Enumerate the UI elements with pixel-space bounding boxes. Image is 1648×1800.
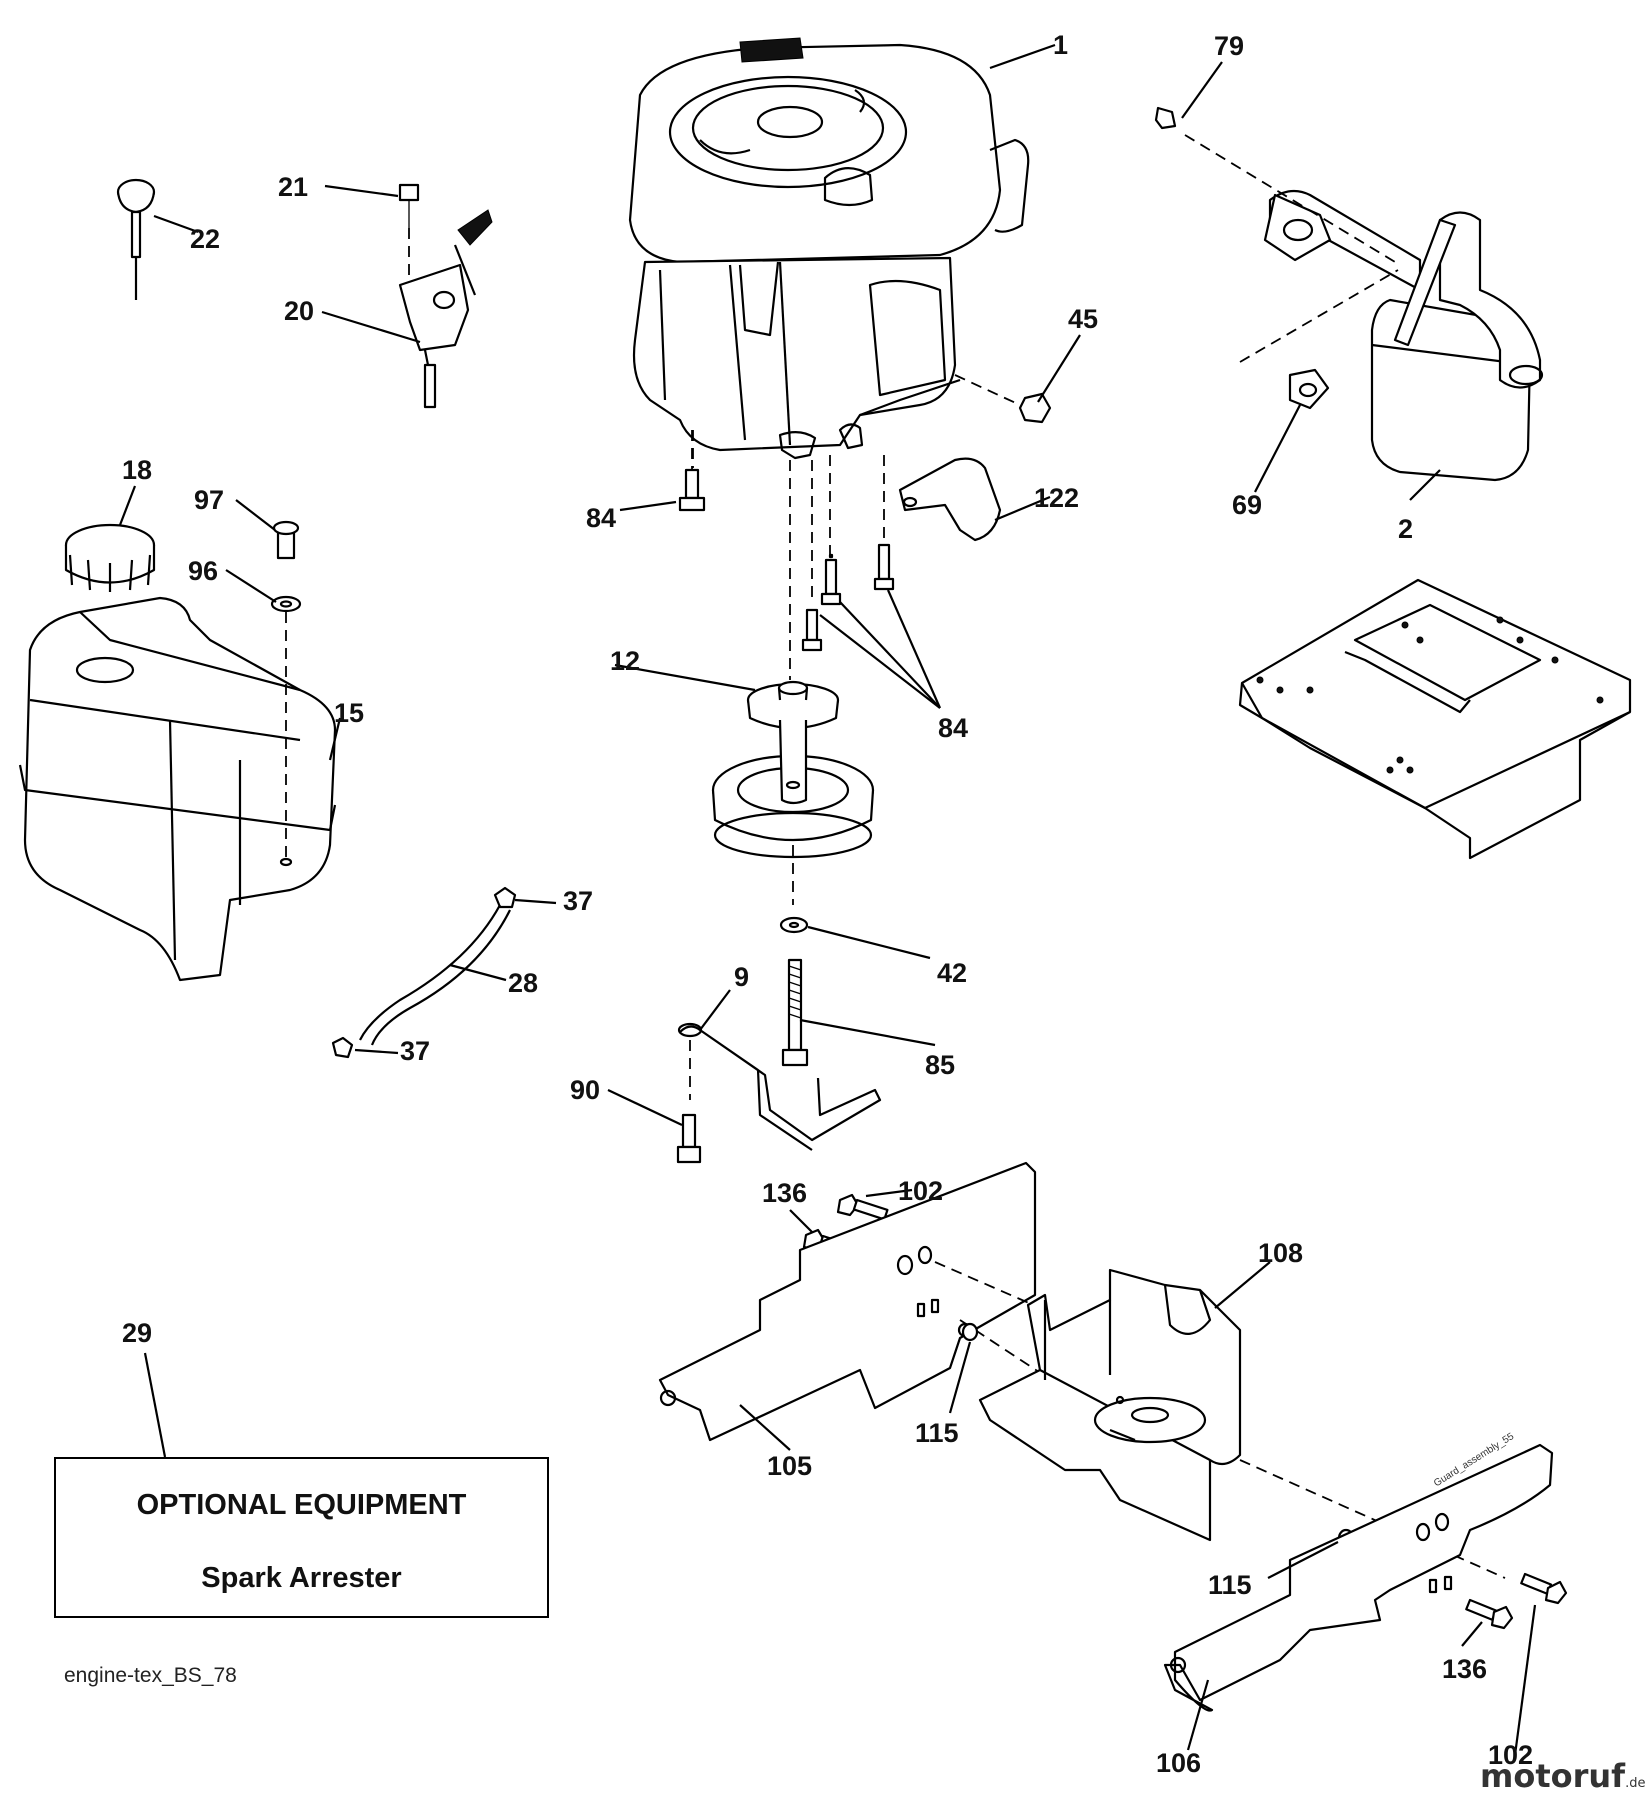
- align-line: [1184, 134, 1401, 266]
- callout-136-lower: 136: [1442, 1654, 1488, 1684]
- diagram-code: engine-tex_BS_78: [64, 1664, 237, 1687]
- watermark-text: motoruf: [1480, 1757, 1626, 1795]
- callout-1: 1: [1053, 30, 1069, 60]
- callout-37-upper: 37: [563, 886, 594, 916]
- callout-45: 45: [1068, 304, 1099, 334]
- callout-108: 108: [1258, 1238, 1304, 1268]
- callout-12: 12: [610, 646, 641, 676]
- washer-115-upper: [961, 1322, 979, 1342]
- callout-29: 29: [122, 1318, 153, 1348]
- watermark-logo: motoruf.de: [1480, 1757, 1645, 1795]
- callout-28: 28: [508, 968, 539, 998]
- bracket-9: [679, 1025, 882, 1151]
- callout-42: 42: [937, 958, 968, 988]
- bolts-lower-guard: [1465, 1572, 1568, 1630]
- callout-22: 22: [190, 224, 221, 254]
- callout-115-upper: 115: [915, 1418, 959, 1448]
- callout-18: 18: [122, 455, 153, 485]
- callout-122: 122: [1034, 483, 1080, 513]
- callout-105: 105: [767, 1451, 813, 1481]
- spark-arrester-label: Spark Arrester: [201, 1562, 402, 1594]
- callout-84-upper: 84: [586, 503, 617, 533]
- callout-9: 9: [734, 962, 750, 992]
- callout-97: 97: [194, 485, 225, 515]
- washer-42: [779, 916, 809, 934]
- guard-106: [1163, 1443, 1554, 1712]
- callout-15: 15: [334, 698, 365, 728]
- callout-21: 21: [278, 172, 309, 202]
- callout-2: 2: [1398, 514, 1414, 544]
- callout-136-upper: 136: [762, 1178, 808, 1208]
- engine: [628, 37, 1030, 460]
- callout-79: 79: [1214, 31, 1245, 61]
- shield-122: [898, 457, 1002, 542]
- callout-106: 106: [1156, 1748, 1202, 1778]
- throttle-control: [398, 183, 493, 409]
- bolts-84-group: [801, 543, 895, 652]
- pulley-12: [711, 680, 875, 859]
- nut-45: [1018, 392, 1052, 424]
- callout-20: 20: [284, 296, 315, 326]
- leader-lines: [118, 43, 1537, 1756]
- callout-115-lower: 115: [1208, 1570, 1252, 1600]
- callout-84-group: 84: [938, 713, 969, 743]
- knob-22: [116, 178, 156, 300]
- bolt-85: [781, 958, 809, 1067]
- optional-equipment-box: OPTIONAL EQUIPMENT Spark Arrester: [54, 1457, 549, 1618]
- align-line: [1239, 269, 1399, 363]
- callout-69: 69: [1232, 490, 1263, 520]
- callout-102-upper: 102: [898, 1176, 944, 1206]
- muffler-assembly: [1154, 106, 1544, 482]
- housing-108: [978, 1268, 1506, 1579]
- optional-equipment-title: OPTIONAL EQUIPMENT: [136, 1489, 467, 1521]
- callout-85: 85: [925, 1050, 956, 1080]
- callout-37-lower: 37: [400, 1036, 431, 1066]
- watermark-suffix: .de: [1625, 1776, 1646, 1791]
- engine-mount-plate: [1238, 578, 1632, 860]
- align-line: [954, 374, 1021, 406]
- fuel-tank: [18, 520, 337, 982]
- callout-90: 90: [570, 1075, 601, 1105]
- callout-96: 96: [188, 556, 219, 586]
- fuel-line-28: [331, 886, 517, 1059]
- callout-102-lower: 102: [1488, 1740, 1534, 1770]
- bolt-90: [676, 1113, 702, 1164]
- bolt-84-upper: [678, 430, 706, 512]
